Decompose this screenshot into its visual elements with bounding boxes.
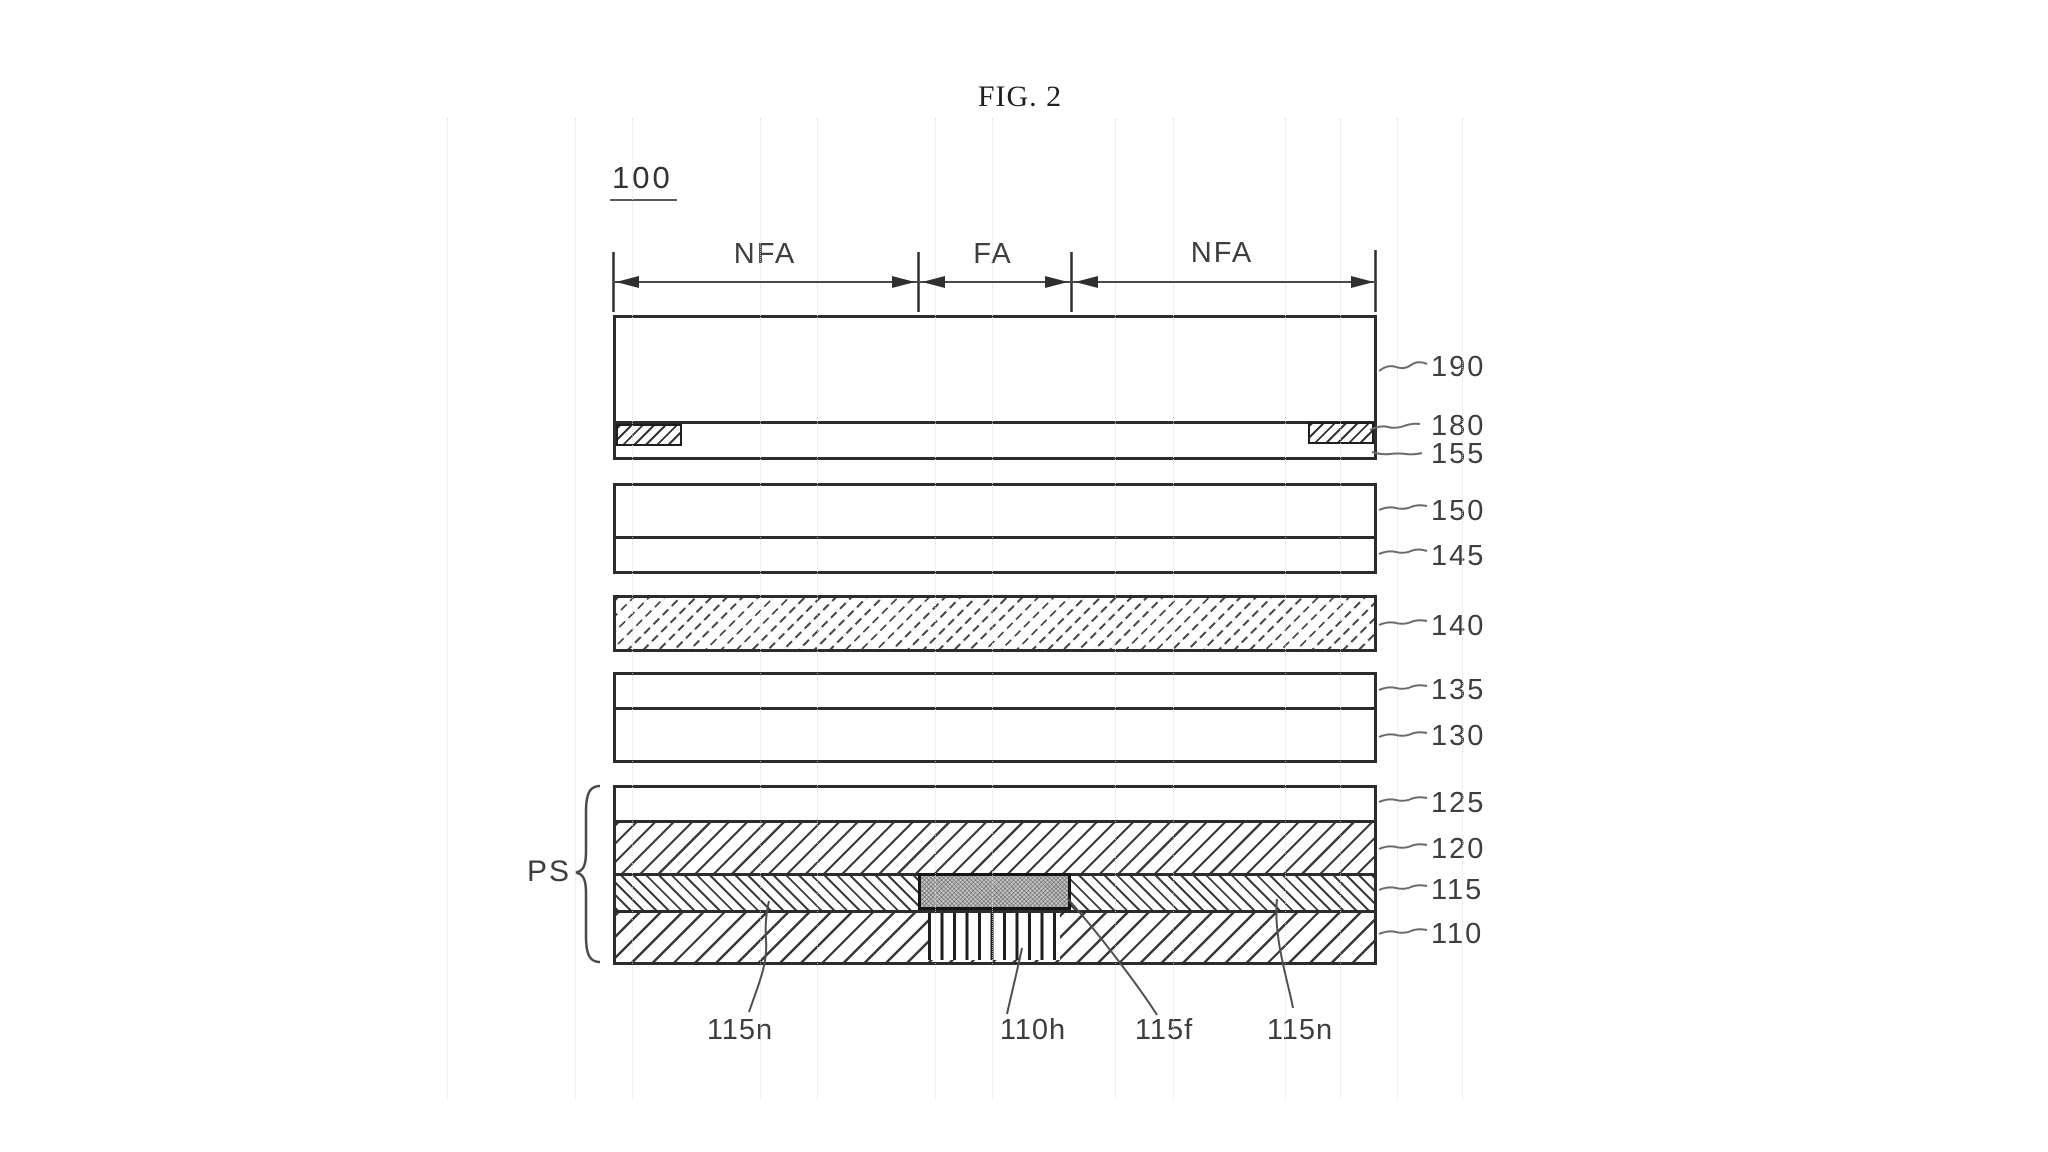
bottom-label-115n-right: 115n xyxy=(1266,1014,1334,1046)
leader-line-135 xyxy=(1378,684,1428,691)
layer-135-130-block xyxy=(613,672,1377,763)
layer-label-140: 140 xyxy=(1431,610,1486,642)
layer-125 xyxy=(616,788,1374,820)
leader-line-150 xyxy=(1378,504,1428,511)
scan-artifact-gridline xyxy=(817,118,818,1100)
scan-artifact-gridline xyxy=(1340,118,1341,1100)
dim-label-nfa-left: NFA xyxy=(733,238,797,270)
leader-line-120 xyxy=(1378,843,1428,850)
feature-115f xyxy=(918,873,1071,910)
leader-lines-bottom xyxy=(748,898,1294,1016)
scan-artifact-gridline xyxy=(760,118,761,1100)
layer-140-block xyxy=(613,595,1377,652)
leader-line-180 xyxy=(1369,422,1421,431)
feature-110h-hole xyxy=(928,913,1060,960)
scan-artifact-gridline xyxy=(1173,118,1174,1100)
layer-label-150: 150 xyxy=(1431,495,1486,527)
leader-line-140 xyxy=(1378,619,1428,626)
layer-135-bottom-line xyxy=(616,707,1374,710)
layer-label-155: 155 xyxy=(1431,438,1486,470)
scan-artifact-gridline xyxy=(575,118,576,1100)
scan-artifact-gridline xyxy=(935,118,936,1100)
ps-group-label: PS xyxy=(527,855,572,888)
ps-stack-block xyxy=(613,785,1377,965)
layer-label-135: 135 xyxy=(1431,674,1486,706)
ps-group-brace xyxy=(575,784,601,964)
leader-line-115n-left xyxy=(748,900,770,1013)
leader-line-115f xyxy=(1067,898,1158,1016)
dim-label-nfa-right: NFA xyxy=(1190,237,1254,269)
figure-title: FIG. 2 xyxy=(977,80,1063,113)
layer-label-130: 130 xyxy=(1431,720,1486,752)
leader-lines-right xyxy=(1369,361,1428,935)
layer-label-145: 145 xyxy=(1431,540,1486,572)
scan-artifact-gridline xyxy=(1397,118,1398,1100)
scan-artifact-gridline xyxy=(992,118,993,1100)
layer-label-180: 180 xyxy=(1431,410,1486,442)
dimension-arrowheads xyxy=(616,276,1374,288)
leader-line-115n-right xyxy=(1275,898,1294,1009)
layer-label-190: 190 xyxy=(1431,351,1486,383)
layer-label-110: 110 xyxy=(1431,918,1484,950)
leader-line-145 xyxy=(1378,548,1428,555)
leader-line-115 xyxy=(1378,884,1428,891)
layer-190-bottom-line xyxy=(616,421,1374,424)
leader-line-130 xyxy=(1378,731,1428,738)
scan-artifact-gridline xyxy=(447,118,448,1100)
leader-line-110 xyxy=(1378,928,1428,935)
bottom-label-115f: 115f xyxy=(1134,1014,1194,1046)
layer-label-120: 120 xyxy=(1431,833,1486,865)
device-reference-number: 100 xyxy=(610,160,677,201)
leader-line-155 xyxy=(1371,451,1423,456)
leader-line-110h xyxy=(1006,947,1023,1015)
leader-line-125 xyxy=(1378,796,1428,803)
scan-artifact-gridline xyxy=(1462,118,1463,1100)
bottom-label-110h: 110h xyxy=(999,1014,1067,1046)
scan-artifact-gridline xyxy=(632,118,633,1100)
layer-150-145-block xyxy=(613,483,1377,574)
scan-artifact-gridline xyxy=(1115,118,1116,1100)
layer-120 xyxy=(616,820,1374,873)
leader-line-190 xyxy=(1378,361,1428,372)
layer-label-115: 115 xyxy=(1431,874,1484,906)
layer-label-125: 125 xyxy=(1431,787,1486,819)
scan-artifact-gridline xyxy=(1285,118,1286,1100)
bottom-label-115n-left: 115n xyxy=(706,1014,774,1046)
layer-180-pad-right xyxy=(1308,422,1374,444)
layer-150-bottom-line xyxy=(616,536,1374,539)
